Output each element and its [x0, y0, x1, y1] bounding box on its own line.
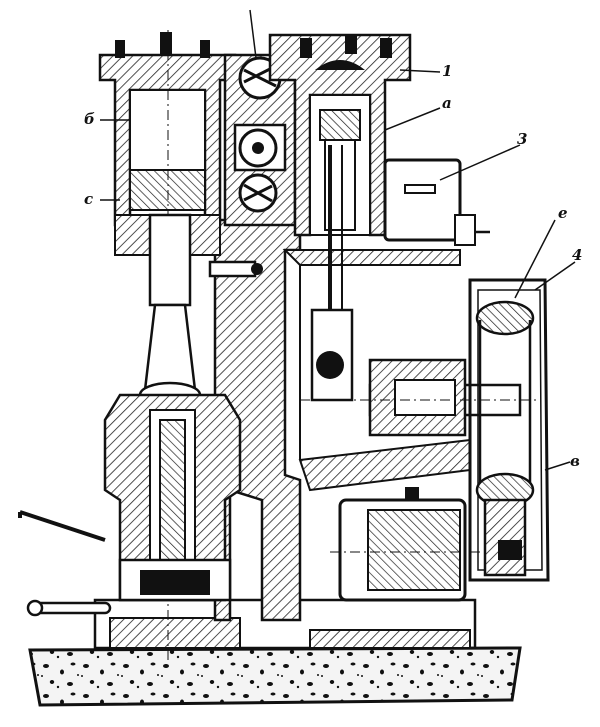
flywheel-pulley — [468, 278, 550, 582]
crosshead-housing — [103, 393, 242, 602]
label-4: 4 — [572, 246, 582, 264]
side-bolt — [208, 260, 263, 278]
left-cylinder — [98, 30, 237, 660]
frame-body — [213, 218, 471, 622]
label-3: 3 — [517, 130, 527, 148]
crankshaft — [300, 358, 540, 437]
right-piston-rod — [310, 145, 354, 402]
label-1: 1 — [442, 62, 452, 80]
label-e: е — [558, 204, 568, 222]
leader-lines — [100, 69, 576, 471]
left-connecting-rod — [138, 213, 202, 409]
label-b: б — [84, 110, 95, 128]
base-frame — [93, 598, 477, 650]
concrete-foundation — [28, 646, 522, 707]
label-g: в — [570, 452, 580, 470]
control-box — [383, 158, 490, 246]
label-c: с — [84, 190, 93, 208]
right-cylinder-head — [268, 33, 412, 237]
label-a: a — [442, 94, 452, 112]
lever-handle — [18, 510, 112, 617]
electric-motor — [330, 487, 480, 602]
figure-labels: 1 a б с 3 е 4 в — [84, 62, 582, 470]
